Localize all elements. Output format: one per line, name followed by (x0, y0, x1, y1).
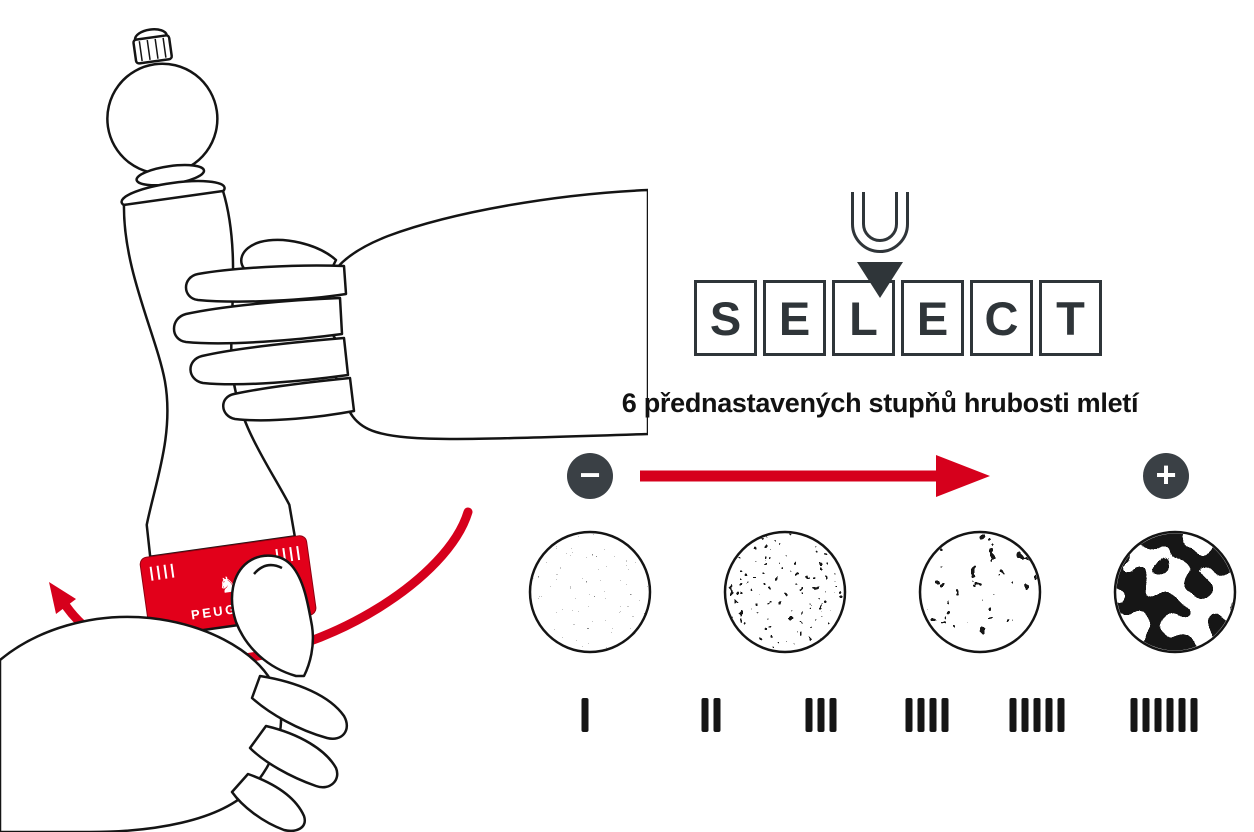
select-letter-box: E (901, 280, 964, 356)
grind-texture-circle-1 (528, 530, 652, 654)
lower-hand-finger (248, 724, 339, 789)
tick-bar (1178, 698, 1186, 732)
uselect-logo-mark (851, 192, 909, 298)
tick-bar (1009, 698, 1017, 732)
minus-icon: − (567, 453, 613, 499)
tick-bar (1190, 698, 1198, 732)
tick-bar (701, 698, 709, 732)
tick-bar (1166, 698, 1174, 732)
lower-hand-thumb-nail (253, 563, 283, 575)
upper-hand-finger (184, 264, 348, 303)
grind-level-ticks-2 (701, 698, 721, 732)
grind-texture-circle-4 (1113, 530, 1237, 654)
coarseness-arrow-icon (640, 455, 990, 497)
select-letter-box: T (1039, 280, 1102, 356)
upper-hand (172, 188, 648, 441)
tick-bar (1021, 698, 1029, 732)
plus-icon: + (1143, 453, 1189, 499)
tick-bar (805, 698, 813, 732)
grind-level-ticks-1 (581, 698, 589, 732)
down-arrow-icon (857, 262, 903, 298)
select-letter-box: E (763, 280, 826, 356)
coarseness-subtitle: 6 přednastavených stupňů hrubosti mletí (621, 388, 1139, 418)
tick-bar (1045, 698, 1053, 732)
grind-texture-row (528, 530, 1237, 654)
grind-level-ticks-6 (1130, 698, 1198, 732)
mill-finial (132, 34, 173, 65)
tick-bar (941, 698, 949, 732)
select-letter-box: L (832, 280, 895, 356)
tick-bar (1057, 698, 1065, 732)
tick-bar (817, 698, 825, 732)
mill-illustration: ♞ PEUGEOT (0, 28, 648, 832)
select-letter-row: S E L E C T (694, 280, 1102, 356)
lower-hand-thumb (230, 554, 315, 678)
lower-hand (0, 554, 349, 832)
upper-hand-finger (222, 376, 356, 422)
select-letter-box: C (970, 280, 1033, 356)
upper-hand-finger (189, 336, 350, 386)
tick-bar (1142, 698, 1150, 732)
tick-bar (929, 698, 937, 732)
tick-bar (905, 698, 913, 732)
tick-bar (1033, 698, 1041, 732)
mill-finial-ribs (138, 37, 167, 62)
tick-bar (917, 698, 925, 732)
tick-bar (1154, 698, 1162, 732)
grind-level-ticks-4 (905, 698, 949, 732)
tick-bar (829, 698, 837, 732)
tick-bar (1130, 698, 1138, 732)
tick-bar (581, 698, 589, 732)
lower-hand-finger (230, 772, 307, 832)
grind-level-ticks-5 (1009, 698, 1065, 732)
lower-hand-finger (250, 674, 349, 741)
mill-head (106, 62, 219, 175)
upper-hand-finger (172, 296, 344, 345)
grind-texture-circle-2 (723, 530, 847, 654)
grind-level-ticks-3 (805, 698, 837, 732)
tick-bar (713, 698, 721, 732)
grind-texture-circle-3 (918, 530, 1042, 654)
select-letter-box: S (694, 280, 757, 356)
